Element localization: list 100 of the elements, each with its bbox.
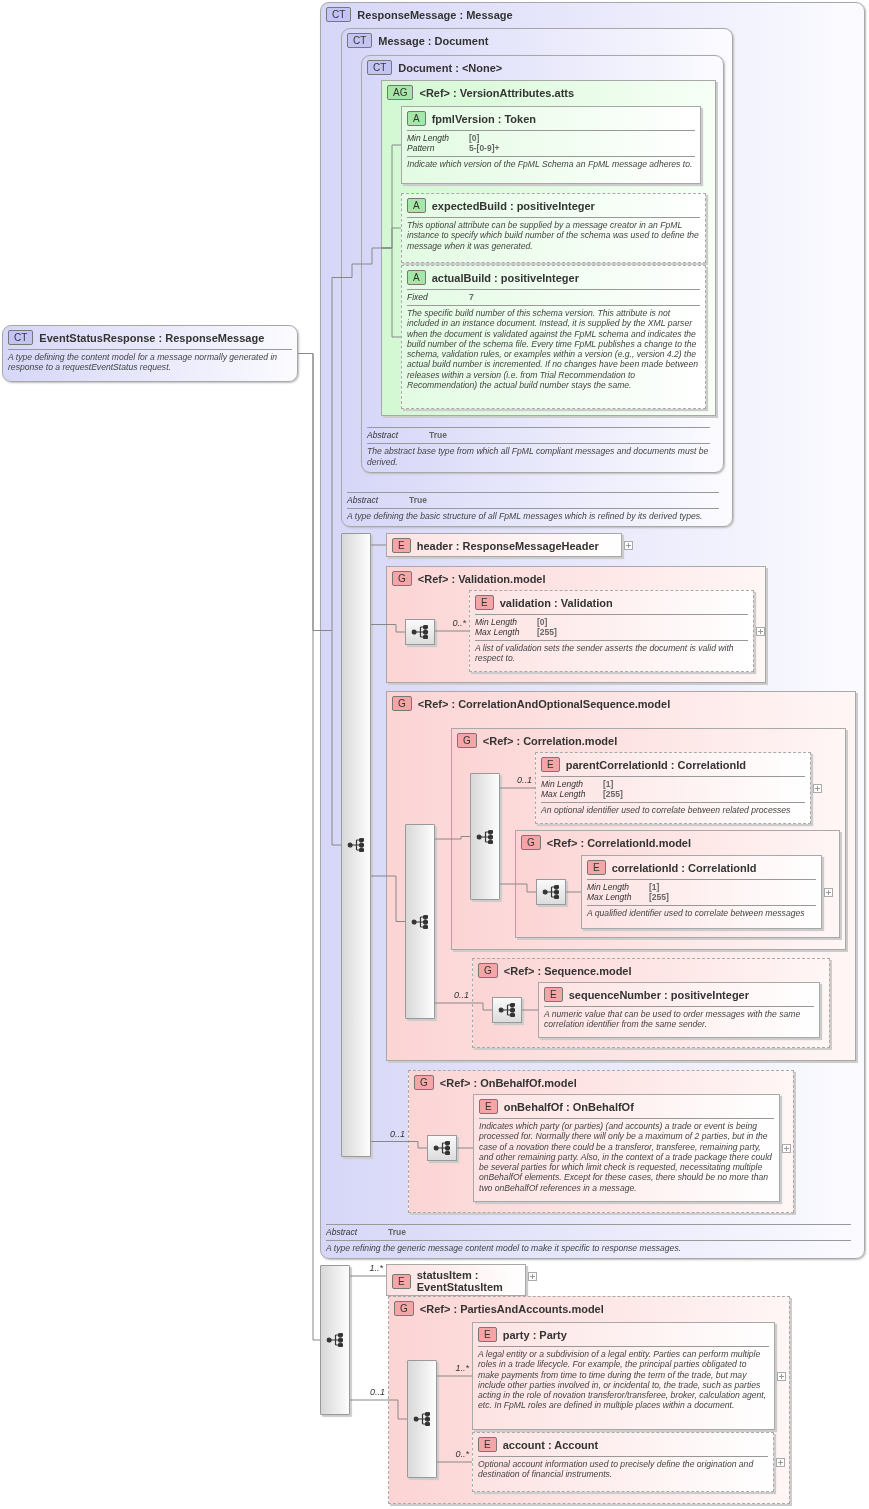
facet-name: Max Length bbox=[587, 892, 633, 902]
connector-line bbox=[434, 1002, 473, 1004]
description-text: Optional account information used to precisely define the origination and destination of financial instruments. bbox=[478, 1459, 755, 1480]
element-box bbox=[386, 533, 622, 557]
element-box bbox=[472, 1322, 775, 1430]
cardinality-label: 0..1 bbox=[370, 1387, 385, 1397]
facet-name: Pattern bbox=[407, 143, 436, 153]
cardinality-label: 0..* bbox=[452, 618, 466, 628]
facet-name: Abstract bbox=[326, 1226, 359, 1237]
node-title: ResponseMessage : Message bbox=[357, 8, 513, 21]
description-text: The abstract base type from which all FpML compliant messages and documents must be derived. bbox=[367, 446, 710, 467]
kind-tag: E bbox=[392, 538, 411, 553]
cardinality-label: 1..* bbox=[369, 1263, 383, 1273]
connector-line bbox=[499, 787, 536, 789]
attribute-box bbox=[401, 193, 706, 263]
description-text: A type refining the generic message content model to make it specific to response messages. bbox=[326, 1242, 683, 1253]
compositor-box bbox=[492, 997, 522, 1023]
connector-line bbox=[565, 891, 582, 893]
node-title: onBehalfOf : OnBehalfOf bbox=[503, 1100, 634, 1113]
element-box bbox=[581, 855, 822, 929]
kind-tag: E bbox=[475, 595, 494, 610]
facet-name: Abstract bbox=[367, 430, 400, 441]
kind-tag: G bbox=[457, 733, 477, 748]
cardinality-label: 0..1 bbox=[454, 990, 469, 1000]
connector-line bbox=[450, 836, 471, 840]
node-title: <Ref> : Correlation.model bbox=[482, 734, 618, 747]
kind-tag: E bbox=[587, 860, 606, 875]
kind-tag: CT bbox=[326, 7, 352, 22]
node-title: actualBuild : positiveInteger bbox=[431, 271, 579, 284]
kind-tag: G bbox=[392, 571, 412, 586]
facet-value: [0] bbox=[469, 133, 481, 143]
kind-tag: G bbox=[392, 696, 412, 711]
connector-line bbox=[370, 875, 387, 877]
kind-tag: G bbox=[521, 835, 541, 850]
facet-name: Min Length bbox=[541, 779, 585, 789]
node-title: correlationId : CorrelationId bbox=[611, 861, 757, 874]
facet-value: [255] bbox=[603, 789, 624, 799]
attribute-box bbox=[401, 265, 706, 409]
kind-tag: A bbox=[407, 198, 426, 213]
node-title: <Ref> : VersionAttributes.atts bbox=[419, 86, 575, 99]
compositor-box bbox=[427, 1135, 457, 1161]
description-text: A legal entity or a subdivision of a legal entity. Parties can perform multiple roles in a trade lifecycle. For example, the principal parties obligated to make payments from time to time during the term of the trade, but may include other parties involved in, or incidental to, the trade, such as parties acting in the role of novation transferor/transferee, broker, calculation agent, etc. In FpML roles are defined in multiple places within a document. bbox=[478, 1349, 768, 1411]
facet-name: Min Length bbox=[587, 882, 631, 892]
cardinality-label: 0..* bbox=[455, 1449, 469, 1459]
connector-line bbox=[370, 1141, 409, 1142]
connector-line bbox=[456, 1147, 474, 1149]
attribute-box bbox=[401, 106, 701, 184]
node-title: statusItem : EventStatusItem bbox=[416, 1269, 504, 1293]
facet-value: [1] bbox=[603, 779, 615, 789]
node-title: validation : Validation bbox=[499, 596, 613, 609]
group-panel bbox=[386, 566, 766, 683]
facet-name: Min Length bbox=[407, 133, 451, 143]
node-title: sequenceNumber : positiveInteger bbox=[568, 988, 749, 1001]
description-text: Indicate which version of the FpML Schema an FpML message adheres to. bbox=[407, 159, 694, 170]
node-title: EventStatusResponse : ResponseMessage bbox=[39, 331, 265, 344]
description-text: A type defining the basic structure of all FpML messages which is refined by its derived types. bbox=[347, 510, 704, 521]
cardinality-label: 0..1 bbox=[517, 775, 532, 785]
type-panel bbox=[320, 2, 865, 1259]
description-text: Indicates which party (or parties) (and accounts) a trade or event is being processed for. Normally there will only be a maximum of 2 parties, but in the case of a novation there could be a transferor, transferee, remaining party, and other remaining party. Also, in the context of a trade package there could be several parties for which limit check is requested, necessitating multiple onBehalfOf elements. Except for these cases, there should be no more than two onBehalfOf references in a message. bbox=[479, 1121, 773, 1194]
element-box bbox=[535, 752, 811, 824]
node-title: expectedBuild : positiveInteger bbox=[431, 199, 595, 212]
facet-name: Max Length bbox=[541, 789, 587, 799]
kind-tag: E bbox=[392, 1273, 411, 1289]
group-panel bbox=[386, 691, 856, 1061]
connector-line bbox=[521, 1009, 539, 1011]
sequence-bar bbox=[320, 1265, 350, 1415]
node-title: Document : <None> bbox=[398, 61, 503, 74]
connector-line bbox=[349, 1275, 387, 1277]
facet-name: Fixed bbox=[407, 292, 429, 302]
sequence-bar bbox=[341, 533, 371, 1157]
node-title: header : ResponseMessageHeader bbox=[416, 539, 599, 552]
connector-line bbox=[434, 838, 452, 840]
kind-tag: E bbox=[541, 757, 560, 772]
description-text: The specific build number of this schema version. This attribute is not included in an instance document. Instead, it is supplied by the XML parser when the document is validated against the FpML schema and indicates the build number of the schema file. Every time FpML publishes a change to the schema, validation rules, or examples within a version (e.g., version 4.2) the actual build number is incremented. If no changes have been made between releases within a version (i.e. from Trial Recommendation to Recommendation) the actual build number stays the same. bbox=[407, 308, 699, 391]
facet-value: True bbox=[409, 494, 428, 505]
node-title: <Ref> : OnBehalfOf.model bbox=[439, 1076, 577, 1089]
kind-tag: G bbox=[478, 963, 498, 978]
node-title: <Ref> : Validation.model bbox=[417, 572, 546, 585]
group-panel bbox=[388, 1296, 790, 1504]
facet-name: Abstract bbox=[347, 494, 380, 505]
group-panel bbox=[408, 1070, 794, 1213]
facet-value: [255] bbox=[537, 627, 558, 637]
element-box bbox=[473, 1094, 780, 1202]
facet-value: [0] bbox=[537, 617, 549, 627]
type-panel bbox=[341, 28, 733, 527]
cardinality-label: 0..1 bbox=[390, 1128, 405, 1139]
compositor-box bbox=[536, 879, 566, 905]
kind-tag: G bbox=[394, 1301, 414, 1316]
connector-line bbox=[349, 1399, 389, 1401]
description-text: A qualified identifier used to correlate between messages bbox=[587, 908, 806, 919]
facet-value: [255] bbox=[649, 892, 670, 902]
element-box bbox=[538, 982, 820, 1038]
sequence-bar bbox=[405, 824, 435, 1019]
sequence-bar bbox=[470, 773, 500, 900]
group-panel bbox=[515, 830, 840, 938]
kind-tag: A bbox=[407, 270, 426, 285]
kind-tag: E bbox=[479, 1099, 498, 1114]
kind-tag: CT bbox=[347, 33, 373, 48]
connector-line bbox=[385, 624, 406, 633]
node-title: Message : Document bbox=[378, 34, 489, 47]
